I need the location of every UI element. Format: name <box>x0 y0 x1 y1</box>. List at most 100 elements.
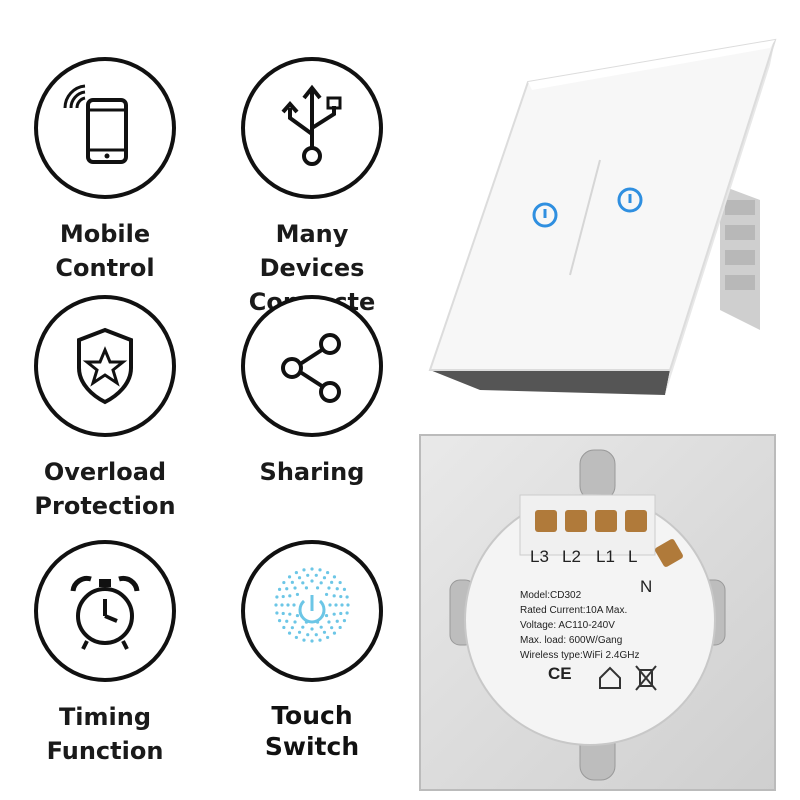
touch-dot <box>314 573 318 577</box>
touch-dot <box>338 625 342 630</box>
feature-caption: Overload Protection <box>34 455 175 523</box>
feature-icon-circle <box>241 295 383 437</box>
touch-dot <box>306 633 310 637</box>
terminal-screws <box>535 510 683 567</box>
touch-dot <box>335 587 339 591</box>
touch-dot <box>290 626 294 630</box>
touch-dot <box>301 581 305 585</box>
touch-dot <box>345 611 349 615</box>
terminal-label-n: N <box>640 577 653 596</box>
touch-dot <box>275 595 279 599</box>
switch-front-photo <box>428 38 777 395</box>
touch-dot <box>310 567 314 571</box>
touch-dot <box>295 613 300 618</box>
touch-dot <box>277 619 282 623</box>
touch-dot <box>294 570 298 575</box>
touch-dot <box>324 592 329 597</box>
touch-dot <box>339 594 343 599</box>
touch-dot <box>315 586 320 590</box>
touch-dot <box>310 627 314 631</box>
touch-dot <box>281 611 285 616</box>
touch-dot <box>286 603 290 607</box>
touch-dot <box>274 603 278 607</box>
share-icon <box>281 333 341 403</box>
feature-icon-circle <box>241 57 383 199</box>
touch-dot <box>338 580 342 585</box>
touch-dot <box>293 586 297 590</box>
touch-dot <box>287 575 292 579</box>
touch-dot <box>342 619 347 623</box>
touch-dot <box>346 603 350 607</box>
caption-line: Many Devices <box>259 220 365 282</box>
touch-dot <box>328 603 332 607</box>
feature-caption: Mobile Control <box>55 217 154 285</box>
touch-dot <box>281 594 285 599</box>
touch-dot <box>304 586 309 590</box>
ce-mark: CE <box>548 664 572 683</box>
touch-dot <box>324 613 329 618</box>
touch-dot <box>302 568 306 572</box>
feature-touch-switch: Touch Switch <box>222 540 402 762</box>
touch-dot <box>295 592 300 597</box>
spec-line: Wireless type:WiFi 2.4GHz <box>520 650 640 661</box>
terminal-label-l: L <box>628 547 638 566</box>
touch-dot <box>288 612 292 616</box>
caption-line: Function <box>46 737 164 765</box>
touch-dot <box>327 586 331 590</box>
touch-dot <box>297 576 302 580</box>
feature-icon-circle <box>34 295 176 437</box>
touch-dot <box>334 603 338 607</box>
caption-line: Control <box>55 254 155 282</box>
usb-trident-icon <box>281 84 342 166</box>
touch-dot <box>290 580 294 584</box>
feature-caption: Timing Function <box>47 700 164 768</box>
feature-icon-circle <box>34 57 176 199</box>
terminal-label-l3: L3 <box>530 547 549 566</box>
touch-dot <box>342 587 347 591</box>
touch-dot <box>287 631 292 635</box>
touch-dot <box>302 638 306 642</box>
touch-dot <box>318 638 322 642</box>
touch-dot <box>322 630 327 634</box>
touch-dot <box>297 630 302 634</box>
touch-dot <box>282 580 286 585</box>
feature-caption: Touch Switch <box>265 700 359 762</box>
caption-line: Protection <box>34 492 176 520</box>
touch-dot <box>280 603 284 607</box>
touch-dot <box>301 625 305 629</box>
touch-dot <box>310 579 314 583</box>
touch-dot <box>326 635 330 640</box>
touch-dot <box>339 611 343 616</box>
spec-line: Max. load: 600W/Gang <box>520 635 623 646</box>
caption-line: Switch <box>264 732 360 761</box>
feature-mobile-control: Mobile Control <box>15 57 195 285</box>
caption-line: Touch <box>271 701 353 730</box>
switch-back-photo <box>419 434 776 791</box>
touch-dot <box>285 587 289 591</box>
touch-dot <box>332 631 337 635</box>
touch-dot <box>335 619 339 623</box>
touch-dot <box>282 625 286 630</box>
touch-dot <box>285 619 289 623</box>
house-icon <box>599 666 621 689</box>
touch-dot <box>330 626 334 630</box>
spec-line: Voltage: AC110-240V <box>520 620 615 631</box>
terminal-label-l1: L1 <box>596 547 615 566</box>
touch-indicator-left-icon <box>532 202 558 228</box>
caption-line: Timing <box>58 703 152 731</box>
touch-dot <box>315 620 320 624</box>
touch-dot <box>293 620 297 624</box>
alarm-clock-icon <box>70 575 140 650</box>
touch-dot <box>330 580 334 584</box>
spec-label: Model:CD302 Rated Current:10A Max. Volta… <box>520 588 639 663</box>
touch-power-icon <box>274 567 350 643</box>
spec-line: Rated Current:10A Max. <box>520 605 628 616</box>
touch-dot <box>275 611 279 615</box>
feature-timing-function: Timing Function <box>15 540 195 768</box>
touch-dot <box>318 568 322 572</box>
touch-dot <box>319 625 323 629</box>
touch-dot <box>310 639 314 643</box>
weee-bin-icon <box>635 665 657 691</box>
touch-dot <box>332 612 336 616</box>
touch-dot <box>292 603 296 607</box>
